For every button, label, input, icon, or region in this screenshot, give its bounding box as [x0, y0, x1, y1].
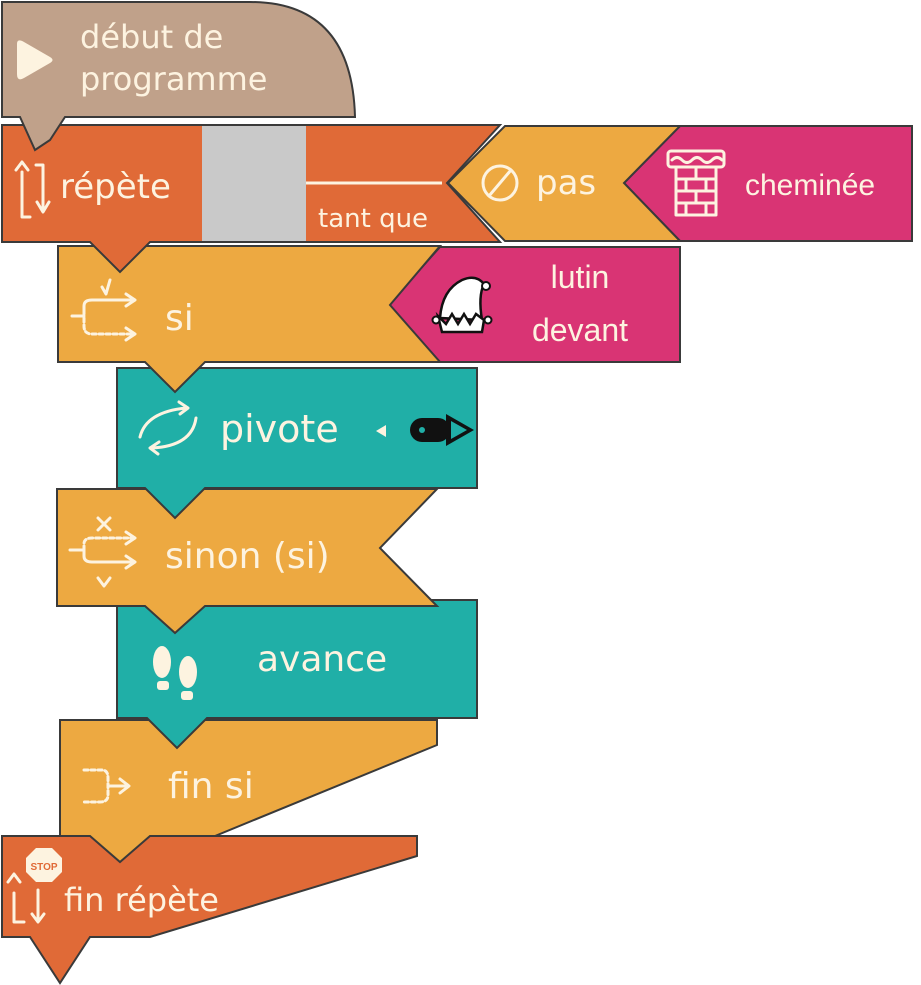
repeat-label: répète	[60, 167, 171, 207]
turn-left-arrow-icon[interactable]	[376, 425, 386, 437]
chimney-label: cheminée	[745, 169, 875, 202]
rotate-icon	[138, 400, 198, 456]
elf-ahead-sensor-block[interactable]: lutin devant	[386, 246, 681, 363]
turn-block[interactable]: pivote	[116, 367, 478, 520]
branch-if-icon	[70, 278, 137, 342]
if-label: si	[165, 298, 194, 339]
else-label: sinon (si)	[165, 536, 330, 577]
repeat-condition-label: tant que	[318, 204, 428, 234]
chimney-icon	[666, 149, 726, 217]
branch-else-icon	[68, 516, 137, 588]
forward-block[interactable]: avance	[116, 599, 478, 750]
not-icon	[481, 164, 519, 202]
repeat-arrows-icon	[14, 160, 51, 219]
elf-ahead-line2: devant	[532, 312, 628, 348]
not-label: pas	[536, 163, 596, 203]
if-block[interactable]: si	[57, 245, 443, 394]
start-line1: début de	[80, 18, 223, 56]
else-block[interactable]: sinon (si)	[56, 488, 440, 635]
footsteps-icon	[153, 646, 197, 700]
chimney-sensor-block[interactable]: cheminée	[622, 125, 913, 242]
play-icon	[17, 40, 53, 80]
stop-repeat-icon: STOP	[6, 848, 62, 924]
elf-ahead-line1: lutin	[551, 259, 610, 295]
end-branch-icon	[82, 768, 131, 804]
repeat-block[interactable]: répète tant que	[1, 124, 503, 274]
end-repeat-block[interactable]: STOP fin répète	[1, 835, 418, 985]
stop-sign-label: STOP	[30, 862, 57, 873]
end-repeat-label: fin répète	[64, 881, 219, 919]
elf-hat-icon	[431, 276, 493, 334]
empty-parameter-slot[interactable]	[202, 126, 306, 241]
end-if-block[interactable]: fin si	[59, 719, 438, 864]
not-block[interactable]: pas	[446, 125, 683, 242]
end-if-label: fin si	[168, 766, 254, 807]
turn-label: pivote	[220, 407, 339, 451]
forward-label: avance	[257, 639, 387, 680]
start-line2: programme	[80, 60, 267, 98]
direction-toggle-icon[interactable]	[410, 414, 474, 446]
program-start-block[interactable]: début de programme	[1, 1, 357, 152]
